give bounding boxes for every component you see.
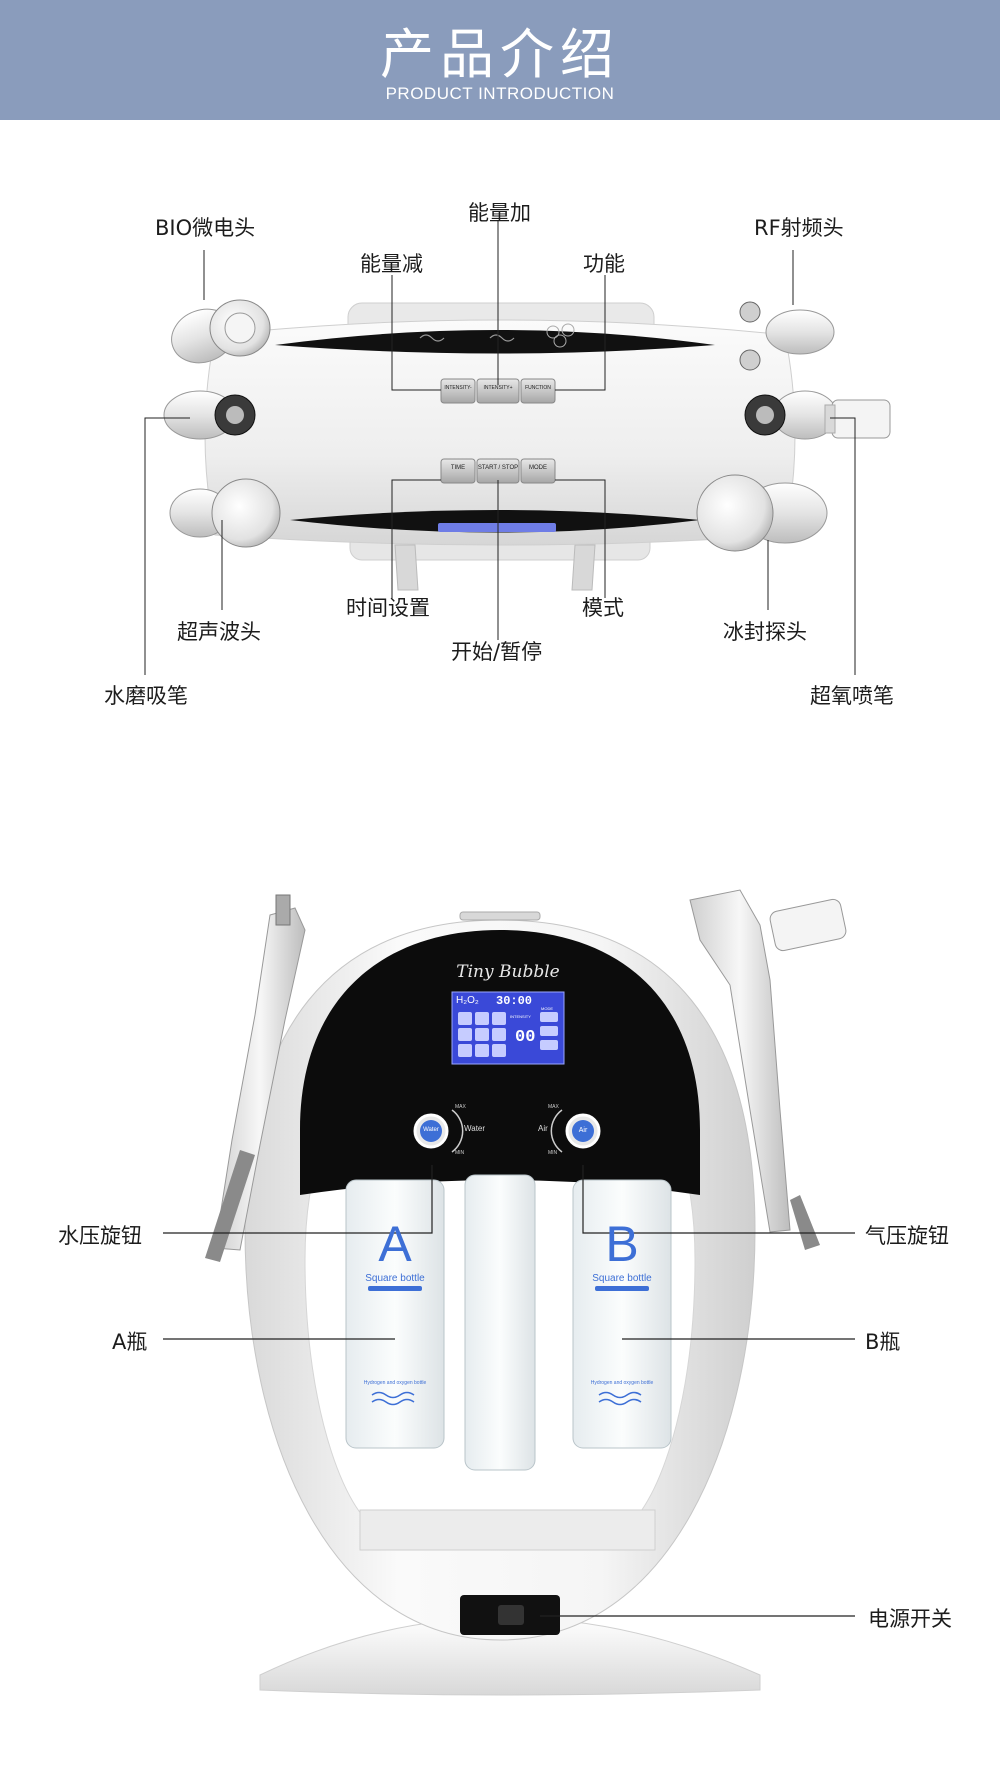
label-hydra-pen: 水磨吸笔 <box>104 684 188 708</box>
label-bottle-a: A瓶 <box>112 1330 148 1354</box>
start-stop-button: START / STOP <box>477 465 519 471</box>
water-side-label: Water <box>464 1124 486 1133</box>
bottle-b-caption: Square bottle <box>592 1273 652 1284</box>
water-max-label: MAX <box>455 1104 466 1110</box>
screen-time: 30:00 <box>496 994 533 1008</box>
water-min-label: MIN <box>455 1150 465 1156</box>
air-knob-label: Air <box>578 1127 588 1134</box>
header-banner: 产品介绍 PRODUCT INTRODUCTION <box>0 0 1000 120</box>
label-air-knob: 气压旋钮 <box>865 1224 949 1248</box>
label-oxygen-pen: 超氧喷笔 <box>810 684 894 708</box>
label-energy-down: 能量减 <box>360 252 423 276</box>
page-subtitle: PRODUCT INTRODUCTION <box>385 84 615 103</box>
air-side-label: Air <box>538 1124 548 1133</box>
brand-logo: Tiny Bubble <box>456 962 560 982</box>
label-time-setting: 时间设置 <box>346 596 430 620</box>
label-bio-head: BIO微电头 <box>155 216 256 240</box>
label-bottle-b: B瓶 <box>865 1330 901 1354</box>
bottle-a-small-text: Hydrogen and oxygen bottle <box>363 1380 427 1386</box>
water-knob-label: Water <box>423 1127 439 1133</box>
screen-intensity: INTENSITY <box>510 1014 531 1019</box>
bottle-b-small-text: Hydrogen and oxygen bottle <box>590 1380 654 1386</box>
label-power-switch: 电源开关 <box>868 1607 952 1631</box>
intensity-minus-button: INTENSITY- <box>444 385 472 391</box>
air-min-label: MIN <box>548 1150 558 1156</box>
bottle-a-letter: A <box>378 1216 412 1272</box>
label-ultrasonic-head: 超声波头 <box>177 620 261 644</box>
top-view-illustration <box>144 220 891 675</box>
label-mode: 模式 <box>582 596 624 620</box>
screen-h2o2: H₂O₂ <box>456 995 479 1006</box>
bottle-b-letter: B <box>605 1216 639 1272</box>
mode-button: MODE <box>529 465 547 471</box>
label-water-knob: 水压旋钮 <box>58 1224 142 1248</box>
label-energy-up: 能量加 <box>468 201 531 225</box>
intensity-plus-button: INTENSITY+ <box>483 385 513 391</box>
screen-mode: MODE <box>541 1006 553 1011</box>
label-function: 功能 <box>583 252 625 276</box>
label-rf-head: RF射频头 <box>754 216 844 240</box>
function-button: FUNCTION <box>525 385 551 391</box>
bottle-a-caption: Square bottle <box>365 1273 425 1284</box>
label-start-stop: 开始/暂停 <box>451 640 543 664</box>
page-title: 产品介绍 <box>380 23 620 86</box>
label-ice-probe: 冰封探头 <box>723 620 807 644</box>
screen-level: 00 <box>515 1028 536 1047</box>
air-max-label: MAX <box>548 1104 559 1110</box>
time-button: TIME <box>450 465 466 471</box>
